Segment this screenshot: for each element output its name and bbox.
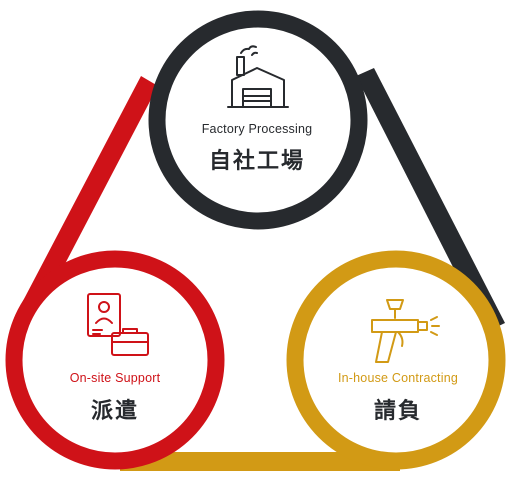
inhouse-label-jp: 請負 (374, 398, 422, 424)
inhouse-ring (286, 250, 506, 470)
onsite-label-en: On-site Support (70, 371, 161, 385)
connector-factory-inhouse (356, 68, 505, 332)
factory-label-jp: 自社工場 (209, 148, 305, 174)
factory-label-en: Factory Processing (202, 122, 313, 136)
factory-ring (148, 10, 368, 230)
staff-profile-icon (87, 293, 149, 356)
factory-icon (227, 45, 289, 108)
connector-onsite-factory (14, 76, 158, 327)
onsite-label-jp: 派遣 (91, 399, 139, 424)
inhouse-label-en: In-house Contracting (338, 371, 458, 385)
connector-onsite-inhouse (120, 452, 400, 471)
onsite-ring (5, 250, 225, 470)
spray-gun-icon (371, 299, 440, 363)
